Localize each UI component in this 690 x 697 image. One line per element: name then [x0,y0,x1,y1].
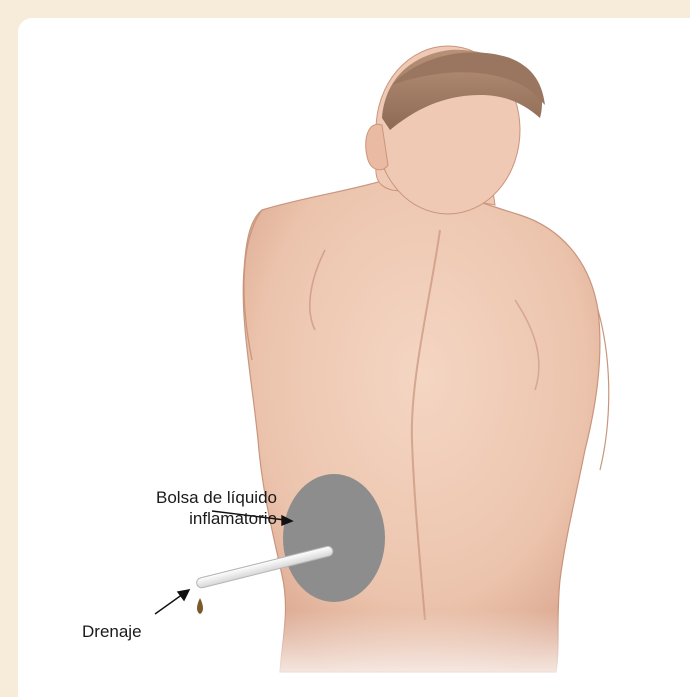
fluid-pocket-label: Bolsa de líquido inflamatorio [156,487,277,529]
fluid-pocket-label-line2: inflamatorio [156,508,277,529]
drain-pointer [155,590,189,614]
drain-label: Drenaje [82,621,142,642]
fluid-pocket [283,474,385,602]
fluid-pocket-label-line1: Bolsa de líquido [156,487,277,508]
torso [243,178,600,672]
drip [197,598,203,614]
